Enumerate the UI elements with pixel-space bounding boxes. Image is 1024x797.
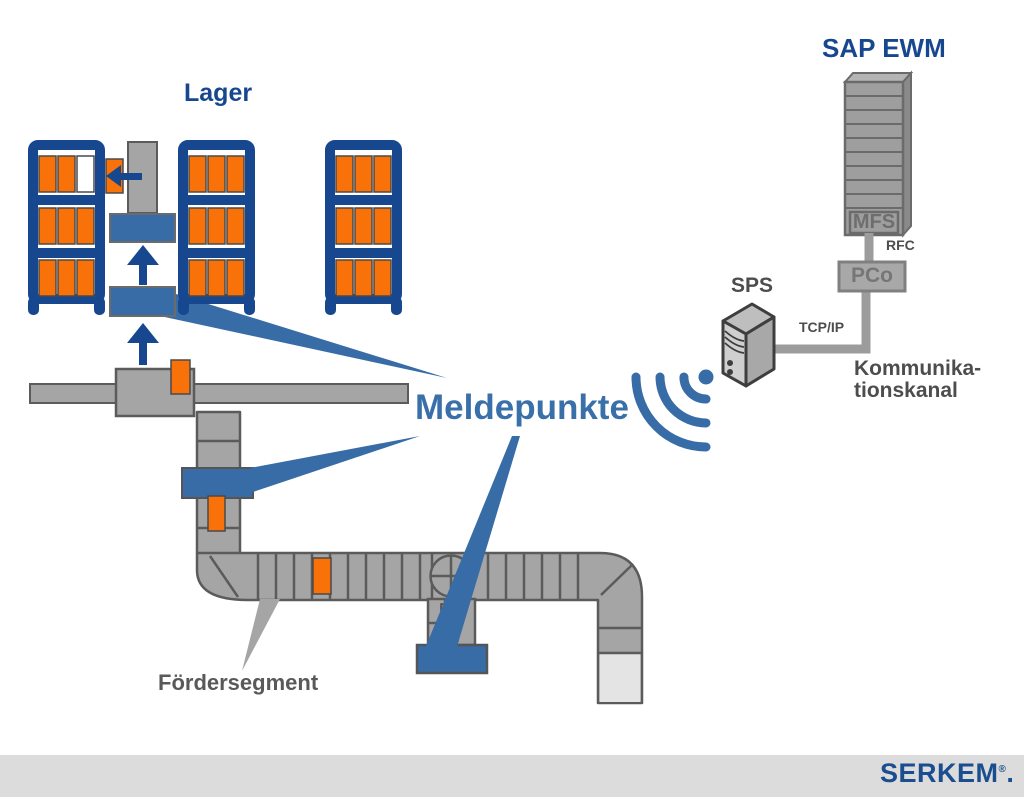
stacker-crane [105,141,176,365]
sensor-icon [170,359,191,395]
ewm-server-stack-icon [842,70,914,238]
mfs-label: MFS [852,210,896,233]
mfs-box [848,210,900,235]
sensor-icon [312,557,332,595]
storage-rack-3 [325,140,402,315]
serkem-wordmark: SERKEM®. [880,759,1014,787]
callout-wedge-endbox [424,436,520,660]
sensor-icon [207,495,226,532]
conveyor-loop [181,410,644,705]
callout-wedge-foerdersegment [242,599,280,671]
crane-carriage-lower [109,286,176,317]
lager-label: Lager [184,79,253,107]
sap-ewm-label: SAP EWM [822,33,946,63]
up-arrow-icon [127,245,159,285]
tcpip-label: TCP/IP [799,319,845,335]
storage-rack-1 [28,140,105,315]
meldepunkt-band [181,467,254,499]
crane-carriage-upper [109,213,176,243]
foerdersegment-label: Fördersegment [158,670,319,695]
sps-tower-icon [721,302,776,388]
serkem-period: . [1006,758,1015,788]
rfc-label: RFC [886,237,915,253]
meldepunkte-label: Meldepunkte [415,388,629,427]
warehouse-racks [28,140,402,315]
pco-box [837,260,907,293]
up-arrow-icon [127,323,159,365]
callout-wedge-crane [160,289,447,378]
pco-label: PCo [851,264,893,288]
serkem-brand-text: SERKEM [880,758,999,788]
callout-wedges [160,289,520,660]
empty-slot [76,155,95,193]
sps-label: SPS [731,274,774,297]
kommunikationskanal-line2: tionskanal [854,379,958,403]
storage-rack-2 [178,140,255,315]
callout-wedge-band [250,436,420,493]
registered-mark: ® [998,764,1007,775]
kommunikationskanal-label: Kommunika- tionskanal [854,357,982,403]
kommunikationskanal-line1: Kommunika- [854,357,982,380]
tcpip-line [774,290,871,354]
shuttle-conveyor [29,359,409,418]
connection-lines [774,233,874,354]
shuttle-rail [29,383,409,404]
footer-bar [0,755,1024,797]
left-arrow-icon [106,165,142,187]
conveyor-end-segment [599,654,641,702]
wifi-icon [631,369,714,452]
